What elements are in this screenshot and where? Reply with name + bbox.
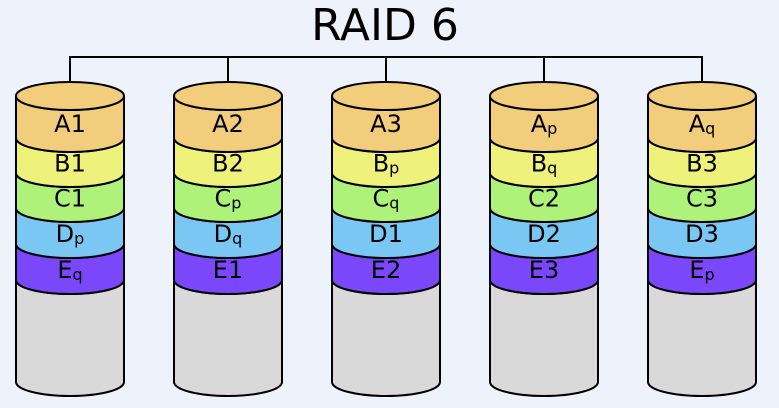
block-label-a1: A1 [54, 110, 86, 138]
block-letter: E [689, 256, 704, 284]
disk-array: A1B1C1DpEqA2B2CpDqE1A3BpCqD1E2ApBqC2D2E3… [15, 81, 757, 397]
block-number: 2 [545, 185, 560, 213]
disk-top-cap [489, 81, 599, 111]
block-letter: E [371, 256, 386, 284]
block-letter: A [531, 110, 548, 138]
block-parity-subscript: q [547, 159, 557, 178]
block-label-e3: E3 [529, 256, 559, 284]
block-label-a3: A3 [370, 110, 402, 138]
block-letter: A [370, 110, 387, 138]
disk-top-cap [15, 81, 125, 111]
block-label-c1: C1 [54, 185, 86, 213]
block-letter: C [215, 185, 232, 213]
block-number: 1 [71, 110, 86, 138]
block-label-c2: C2 [528, 185, 560, 213]
block-parity-subscript: p [389, 159, 399, 178]
block-letter: E [57, 256, 72, 284]
block-letter: B [531, 150, 547, 178]
block-label-aq: Aq [689, 110, 716, 138]
block-label-d3: D3 [685, 220, 719, 248]
block-label-ap: Ap [531, 110, 558, 138]
block-number: 3 [387, 110, 402, 138]
block-number: 1 [388, 220, 403, 248]
block-label-b1: B1 [54, 150, 86, 178]
block-letter: A [212, 110, 229, 138]
block-parity-subscript: p [547, 119, 557, 138]
block-letter: B [212, 150, 228, 178]
empty-space-segment [647, 279, 757, 397]
block-number: 1 [228, 256, 243, 284]
block-label-ep: Ep [689, 256, 714, 284]
block-number: 2 [229, 150, 244, 178]
block-letter: D [527, 220, 545, 248]
block-label-dq: Dq [214, 220, 243, 248]
block-letter: C [54, 185, 71, 213]
block-label-bq: Bq [531, 150, 558, 178]
block-label-d1: D1 [369, 220, 403, 248]
empty-space-segment [15, 279, 125, 397]
block-letter: B [686, 150, 702, 178]
block-parity-subscript: p [705, 265, 715, 284]
block-label-cp: Cp [215, 185, 242, 213]
block-number: 2 [229, 110, 244, 138]
empty-space-segment [489, 279, 599, 397]
block-label-b3: B3 [686, 150, 718, 178]
block-number: 2 [386, 256, 401, 284]
block-label-d2: D2 [527, 220, 561, 248]
empty-space-segment [173, 279, 283, 397]
block-parity-subscript: p [74, 229, 84, 248]
block-label-e1: E1 [213, 256, 243, 284]
block-letter: D [214, 220, 232, 248]
block-label-bp: Bp [373, 150, 400, 178]
block-number: 3 [544, 256, 559, 284]
block-parity-subscript: q [232, 229, 242, 248]
block-letter: C [373, 185, 390, 213]
disk-top-cap [173, 81, 283, 111]
block-number: 2 [546, 220, 561, 248]
empty-space-segment [331, 279, 441, 397]
block-letter: D [685, 220, 703, 248]
block-parity-subscript: q [705, 119, 715, 138]
block-letter: B [373, 150, 389, 178]
block-letter: C [528, 185, 545, 213]
block-letter: E [529, 256, 544, 284]
block-letter: D [369, 220, 387, 248]
block-number: 1 [71, 150, 86, 178]
block-label-dp: Dp [56, 220, 85, 248]
block-parity-subscript: q [73, 265, 83, 284]
block-letter: A [689, 110, 706, 138]
block-label-c3: C3 [686, 185, 718, 213]
block-letter: B [54, 150, 70, 178]
block-number: 1 [71, 185, 86, 213]
block-letter: C [686, 185, 703, 213]
block-letter: E [213, 256, 228, 284]
disk-top-cap [331, 81, 441, 111]
block-number: 3 [704, 220, 719, 248]
block-letter: A [54, 110, 71, 138]
block-label-b2: B2 [212, 150, 244, 178]
block-parity-subscript: p [231, 194, 241, 213]
block-label-eq: Eq [57, 256, 82, 284]
disk-top-cap [647, 81, 757, 111]
block-number: 3 [703, 185, 718, 213]
block-label-cq: Cq [373, 185, 400, 213]
block-letter: D [56, 220, 74, 248]
block-number: 3 [703, 150, 718, 178]
diagram-title: RAID 6 [311, 0, 459, 51]
block-parity-subscript: q [389, 194, 399, 213]
block-label-e2: E2 [371, 256, 401, 284]
controller-connector [69, 56, 703, 84]
block-label-a2: A2 [212, 110, 244, 138]
